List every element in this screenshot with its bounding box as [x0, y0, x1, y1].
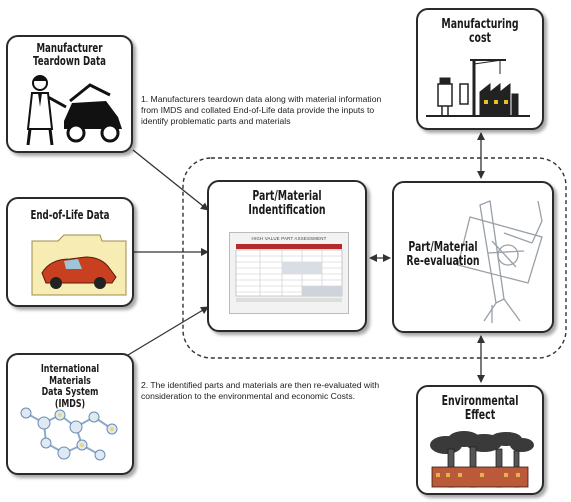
manufacturing-cost-box: Manufacturing cost — [416, 8, 544, 130]
mechanic-car-icon — [26, 75, 122, 146]
arrow-teardown-to-identification — [132, 149, 209, 211]
factory-icon — [426, 59, 530, 117]
environmental-effect-title: Environmental Effect — [441, 394, 519, 423]
folder-car-icon — [31, 234, 127, 296]
end-of-life-title: End-of-Life Data — [30, 208, 110, 222]
manufacturer-teardown-box: Manufacturer Teardown Data — [6, 35, 133, 153]
imds-title: International Materials Data System (IMD… — [40, 362, 100, 410]
thumbnail-table — [235, 244, 343, 302]
molecule-icon — [20, 407, 118, 461]
assessment-table-thumbnail: HIGH VALUE PART ASSESSMENT — [229, 232, 349, 314]
arrow-imds-to-identification — [127, 306, 209, 356]
part-identification-title: Part/Material Indentification — [248, 189, 326, 218]
part-identification-box: Part/Material Indentification HIGH VALUE… — [207, 180, 367, 332]
manufacturer-teardown-title: Manufacturer Teardown Data — [33, 41, 106, 68]
pollution-icon — [430, 431, 534, 488]
dashed-enclosure — [182, 157, 567, 359]
note-1: 1. Manufacturers teardown data along wit… — [141, 94, 382, 127]
drafting-table-icon — [457, 200, 543, 323]
part-reevaluation-box: Part/Material Re-evaluation — [392, 181, 554, 333]
imds-box: International Materials Data System (IMD… — [6, 353, 134, 475]
note-2: 2. The identified parts and materials ar… — [141, 380, 380, 402]
part-reevaluation-title: Part/Material Re-evaluation — [406, 240, 480, 269]
environmental-effect-box: Environmental Effect — [416, 385, 544, 495]
thumbnail-title: HIGH VALUE PART ASSESSMENT — [251, 236, 327, 241]
manufacturing-cost-title: Manufacturing cost — [441, 17, 519, 46]
end-of-life-box: End-of-Life Data — [6, 197, 134, 307]
